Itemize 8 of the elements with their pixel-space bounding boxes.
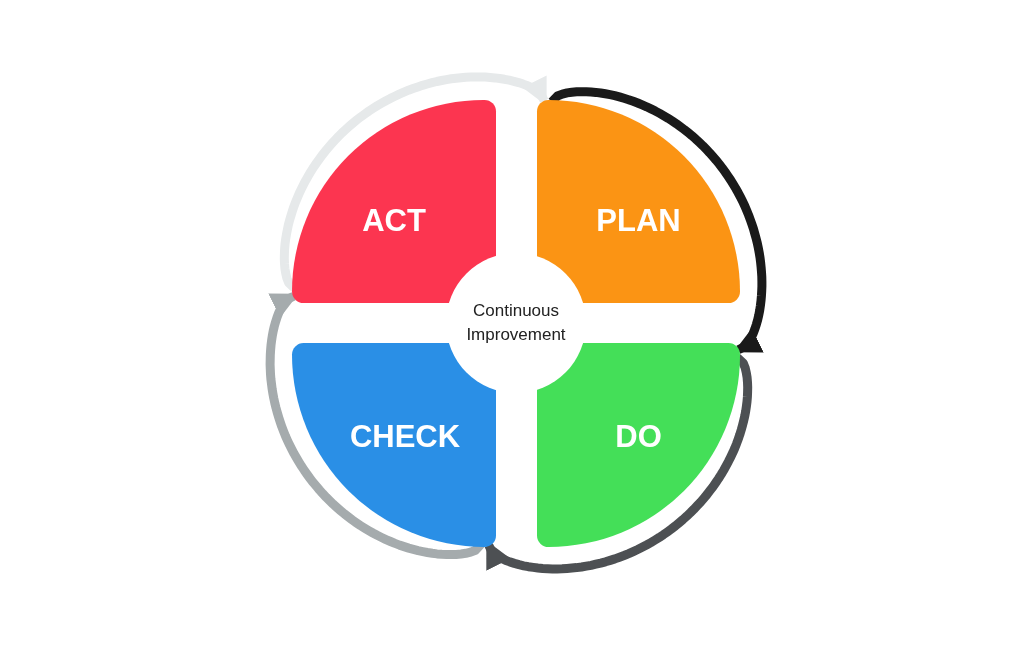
arrow xyxy=(265,292,485,560)
arrow xyxy=(548,87,767,354)
phase-segment: ACT xyxy=(292,100,496,303)
phase-segment: PLAN xyxy=(537,100,740,303)
arrow xyxy=(279,72,549,292)
arrow xyxy=(484,354,753,574)
phase-segment: DO xyxy=(537,343,740,547)
phase-segment: CHECK xyxy=(292,343,496,547)
